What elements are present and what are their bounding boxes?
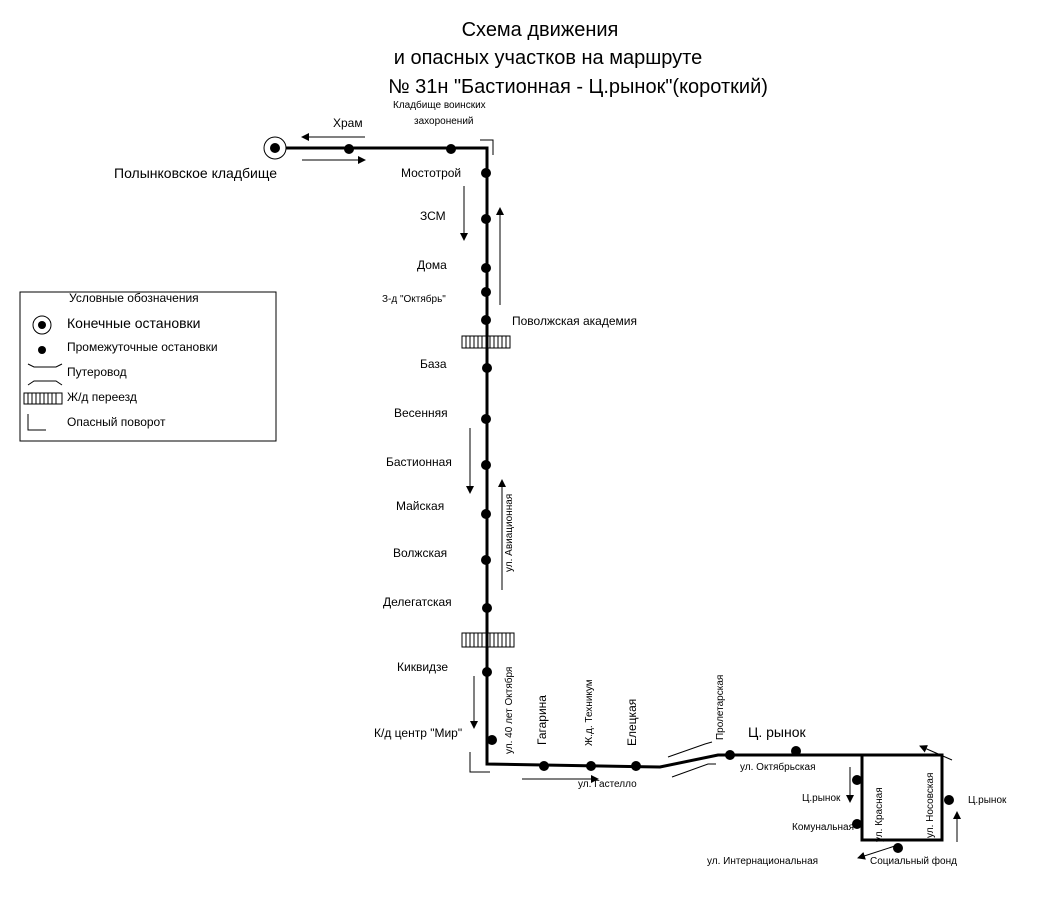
railway-crossing-icon bbox=[461, 632, 515, 648]
stop-marker bbox=[893, 843, 903, 853]
stop-marker bbox=[481, 414, 491, 424]
legend-dangerous-turn: Опасный поворот bbox=[67, 415, 166, 429]
legend-terminal: Конечные остановки bbox=[67, 315, 201, 331]
stop-marker bbox=[481, 168, 491, 178]
stop-marker bbox=[791, 746, 801, 756]
street-label: ул. Интернациональная bbox=[707, 856, 818, 867]
route-line bbox=[275, 146, 944, 842]
stop-marker bbox=[482, 363, 492, 373]
overpass-icon bbox=[27, 363, 63, 386]
stop-label: Кладбище воинских bbox=[393, 99, 486, 111]
overpass-icon bbox=[667, 741, 716, 778]
stop-label: Мостотрой bbox=[401, 166, 461, 180]
stop-marker bbox=[482, 667, 492, 677]
stop-label: Ц.рынок bbox=[802, 793, 841, 804]
stop-label: Бастионная bbox=[386, 455, 452, 469]
direction-arrow bbox=[857, 844, 899, 860]
stop-label: Елецкая bbox=[625, 699, 639, 746]
stop-marker bbox=[481, 287, 491, 297]
stop-label: Пролетарская bbox=[715, 675, 726, 740]
stop-marker bbox=[487, 735, 497, 745]
title-line-3: № 31н "Бастионная - Ц.рынок"(короткий) bbox=[388, 76, 768, 98]
legend-heading: Условные обозначения bbox=[69, 291, 199, 305]
dangerous-turn-icon bbox=[27, 414, 46, 431]
stop-marker bbox=[852, 775, 862, 785]
stop-label: Комунальная bbox=[792, 822, 854, 833]
street-label: ул. Октябрьская bbox=[740, 761, 816, 773]
street-label: ул. Гастелло bbox=[578, 779, 637, 790]
dangerous-turn-mark bbox=[480, 139, 494, 155]
title-line-2: и опасных участков на маршруте bbox=[394, 47, 703, 69]
railway-crossing-icon bbox=[461, 335, 511, 349]
stop-label: З-д "Октябрь" bbox=[382, 293, 446, 305]
stop-marker bbox=[344, 144, 354, 154]
stop-marker bbox=[481, 214, 491, 224]
stop-label: Храм bbox=[333, 116, 363, 130]
stop-label: захоронений bbox=[414, 116, 474, 127]
stop-label: Ц.рынок bbox=[968, 795, 1007, 806]
stop-marker bbox=[481, 555, 491, 565]
stop-label: Майская bbox=[396, 499, 444, 513]
street-label: ул. Носовская bbox=[925, 773, 936, 838]
stop-marker bbox=[482, 603, 492, 613]
stop-marker bbox=[481, 509, 491, 519]
stop-label: Ж.д. Техникум bbox=[584, 679, 595, 746]
stop-label: ЗСМ bbox=[420, 209, 446, 223]
street-label: ул. 40 лет Октября bbox=[503, 667, 515, 754]
terminal-stop-icon bbox=[263, 136, 287, 160]
legend-intermediate: Промежуточные остановки bbox=[67, 340, 218, 354]
railway-crossing-icon bbox=[23, 392, 63, 405]
stop-marker bbox=[481, 460, 491, 470]
title-line-1: Схема движения bbox=[462, 19, 619, 41]
stop-label: Киквидзе bbox=[397, 660, 448, 674]
stop-marker bbox=[944, 795, 954, 805]
terminal-stop-icon bbox=[32, 315, 52, 335]
stop-marker bbox=[631, 761, 641, 771]
stop-label: Весенняя bbox=[394, 406, 448, 420]
stop-label: Поволжская академия bbox=[512, 314, 637, 328]
intermediate-stop-icon bbox=[38, 346, 46, 354]
stop-label: Дома bbox=[417, 258, 447, 272]
stop-marker bbox=[539, 761, 549, 771]
stop-label: К/д центр "Мир" bbox=[374, 726, 462, 740]
stop-marker bbox=[586, 761, 596, 771]
stop-marker bbox=[852, 819, 862, 829]
terminal-label: Ц. рынок bbox=[748, 724, 807, 740]
stop-label: Социальный фонд bbox=[870, 855, 957, 867]
stop-marker bbox=[481, 263, 491, 273]
legend-overpass: Путеровод bbox=[67, 365, 127, 379]
stop-label: База bbox=[420, 357, 447, 371]
stop-marker bbox=[725, 750, 735, 760]
stop-label: Делегатская bbox=[383, 595, 452, 609]
stop-label: Гагарина bbox=[535, 695, 549, 745]
stop-label: Волжская bbox=[393, 546, 447, 560]
legend: Условные обозначения Конечные остановки … bbox=[19, 291, 277, 442]
terminal-label: Полынковское кладбище bbox=[114, 165, 277, 181]
street-label: ул. Красная bbox=[874, 787, 885, 842]
stop-marker bbox=[481, 315, 491, 325]
stop-marker bbox=[446, 144, 456, 154]
legend-railway: Ж/д переезд bbox=[67, 390, 137, 404]
direction-arrow bbox=[919, 745, 953, 761]
dangerous-turn-mark bbox=[469, 752, 490, 773]
street-label: ул. Авиационная bbox=[504, 494, 515, 572]
